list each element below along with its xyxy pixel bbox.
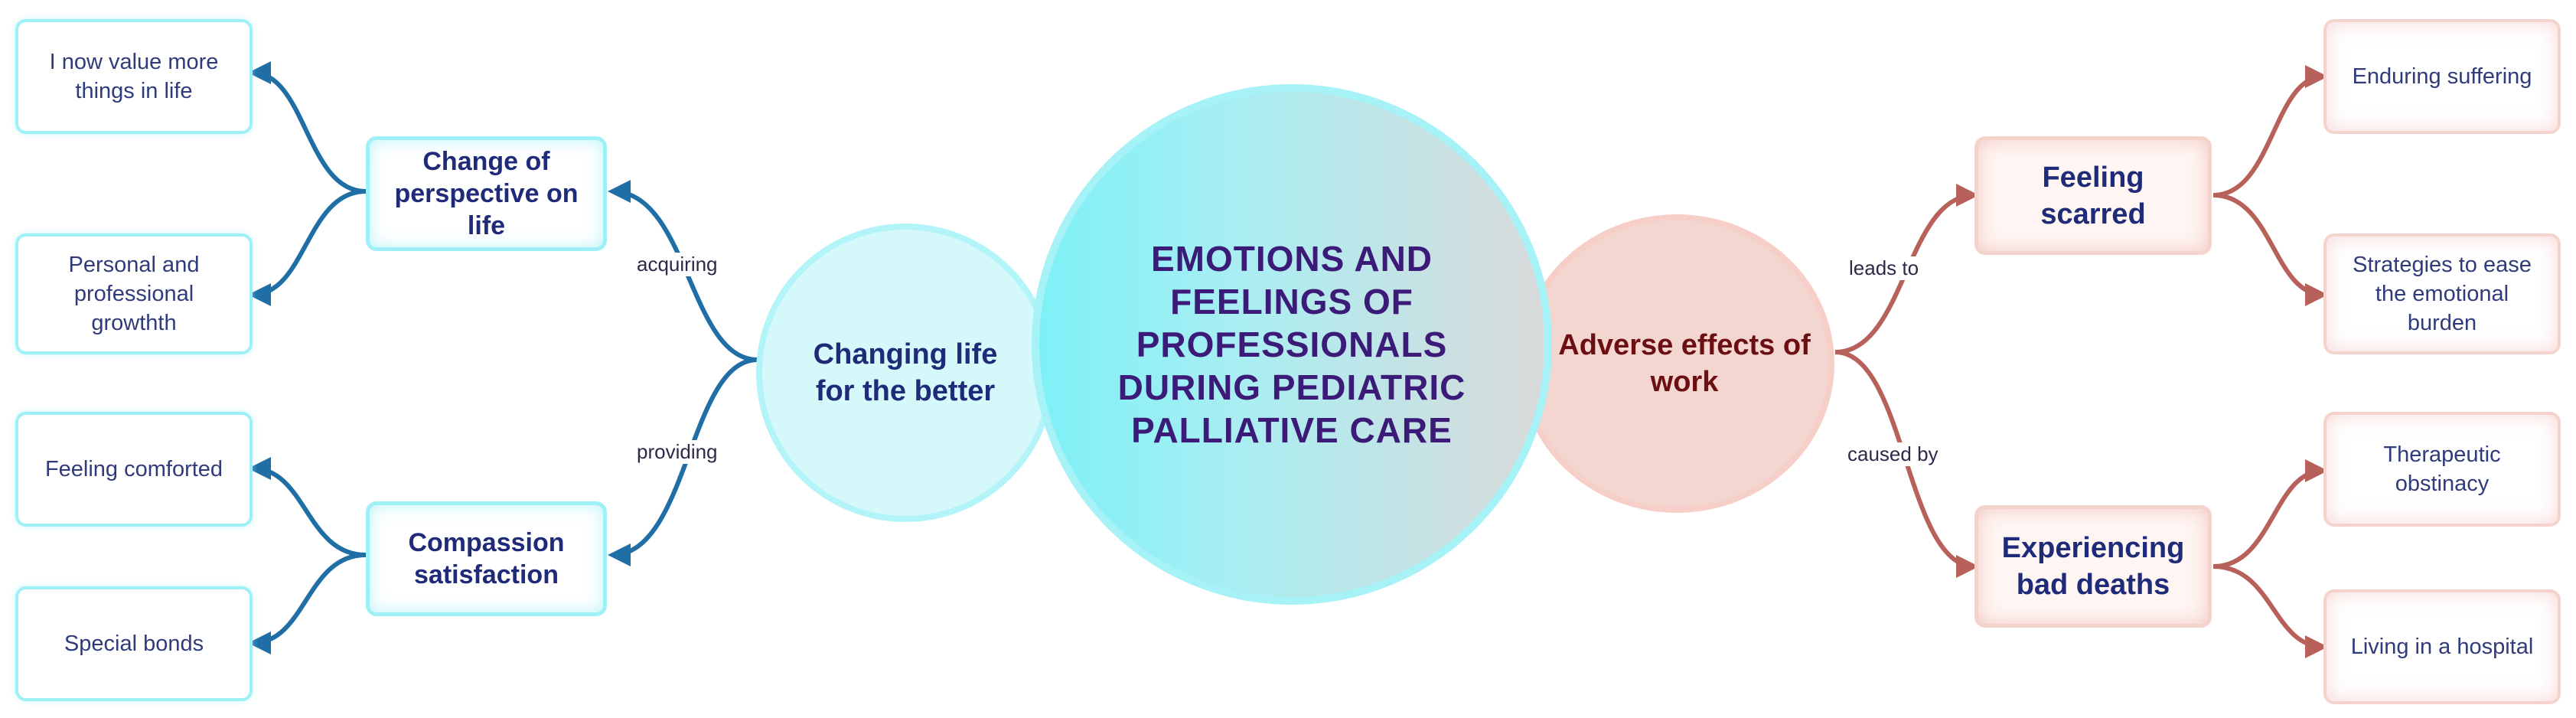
branch-compassion-satisfaction: Compassion satisfaction <box>366 501 607 616</box>
connector-compassion-to-comforted <box>248 457 367 557</box>
branch-label: Change of perspective on life <box>394 147 579 240</box>
connector-compassion-to-special-bonds <box>248 553 367 654</box>
connector-deaths-to-obstinacy <box>2212 459 2328 569</box>
leaf-label: Living in a hospital <box>2350 635 2534 659</box>
leaf-label: Strategies to ease the emotional burden <box>2353 253 2532 335</box>
leaf-therapeutic-obstinacy: Therapeutic obstinacy <box>2323 412 2561 527</box>
branch-experiencing-bad-deaths: Experiencing bad deaths <box>1974 505 2212 628</box>
edge-label-acquiring: acquiring <box>634 253 721 276</box>
leaf-label: Enduring suffering <box>2352 64 2532 89</box>
connector-scarred-to-strategies <box>2212 193 2328 306</box>
leaf-enduring-suffering: Enduring suffering <box>2323 19 2561 134</box>
branch-change-of-perspective: Change of perspective on life <box>366 136 607 251</box>
leaf-special-bonds: Special bonds <box>15 586 253 701</box>
leaf-label: Feeling comforted <box>44 457 223 481</box>
central-topic-title: EMOTIONS AND FEELINGS OF PROFESSIONALS D… <box>1117 239 1466 450</box>
leaf-label: Special bonds <box>64 632 204 656</box>
hub-adverse-effects: Adverse effects of work <box>1519 214 1834 513</box>
branch-label: Experiencing bad deaths <box>2001 532 2185 601</box>
central-topic: EMOTIONS AND FEELINGS OF PROFESSIONALS D… <box>1032 84 1552 605</box>
leaf-living-in-hospital: Living in a hospital <box>2323 589 2561 704</box>
connector-perspective-to-growth <box>248 189 367 306</box>
edge-label-caused-by: caused by <box>1844 442 1942 466</box>
hub-label: Changing life for the better <box>813 338 998 407</box>
left-connectors <box>248 61 758 654</box>
branch-feeling-scarred: Feeling scarred <box>1974 136 2212 255</box>
leaf-value-more-things: I now value more things in life <box>15 19 253 134</box>
leaf-personal-professional-growth: Personal and professional growthth <box>15 233 253 354</box>
hub-changing-life: Changing life for the better <box>756 224 1055 522</box>
branch-label: Feeling scarred <box>2040 161 2146 230</box>
edge-label-providing: providing <box>634 440 721 464</box>
edge-label-leads-to: leads to <box>1846 256 1922 280</box>
leaf-feeling-comforted: Feeling comforted <box>15 412 253 527</box>
connector-deaths-to-hospital <box>2212 564 2328 658</box>
leaf-label: I now value more things in life <box>49 50 219 103</box>
branch-label: Compassion satisfaction <box>408 528 565 589</box>
leaf-label: Personal and professional growthth <box>68 253 200 335</box>
leaf-label: Therapeutic obstinacy <box>2383 442 2501 496</box>
connector-scarred-to-enduring <box>2212 65 2328 197</box>
hub-label: Adverse effects of work <box>1558 329 1811 398</box>
leaf-strategies-ease-burden: Strategies to ease the emotional burden <box>2323 233 2561 354</box>
connector-perspective-to-value-more <box>248 61 367 194</box>
